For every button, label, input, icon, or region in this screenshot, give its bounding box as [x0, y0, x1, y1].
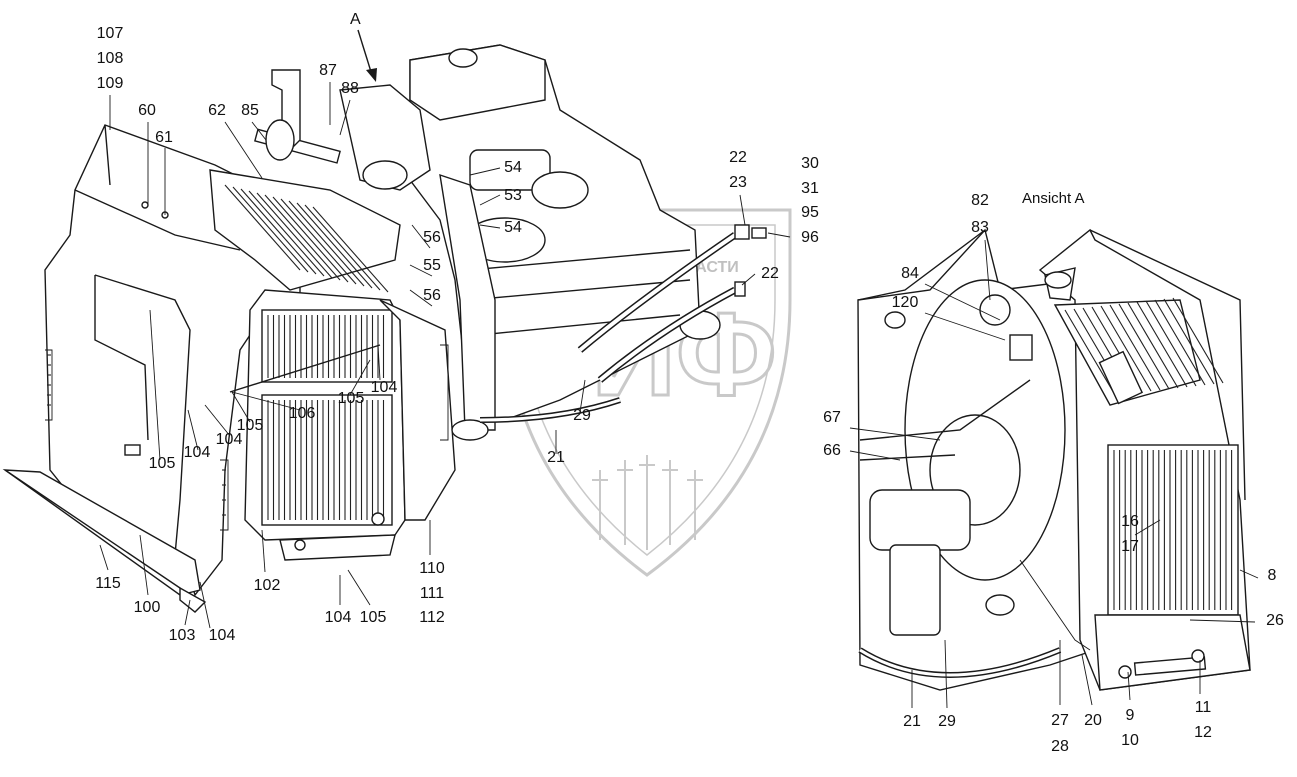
- callout-label: 82: [971, 192, 989, 209]
- callout-label: 54: [504, 159, 522, 176]
- callout-label: 28: [1051, 738, 1069, 755]
- callout-label: 9: [1126, 707, 1135, 724]
- callout-label: 66: [823, 442, 841, 459]
- callout-label: 20: [1084, 712, 1102, 729]
- callout-label: 104: [184, 444, 211, 461]
- callout-label: 53: [504, 187, 522, 204]
- callout-label: 23: [729, 174, 747, 191]
- callout-label: 88: [341, 80, 359, 97]
- lower-pipe: [479, 397, 621, 423]
- callout-label: 103: [169, 627, 196, 644]
- callout-label: 10: [1121, 732, 1139, 749]
- callout-label: 109: [97, 75, 124, 92]
- callout-label: 67: [823, 409, 841, 426]
- callout-label: 27: [1051, 712, 1069, 729]
- callout-label: 105: [149, 455, 176, 472]
- callout-label: 104: [216, 431, 243, 448]
- engine-block: [265, 44, 721, 441]
- callout-label: 106: [289, 405, 316, 422]
- view-arrow-label: A: [350, 11, 361, 28]
- callout-label: 120: [892, 294, 919, 311]
- callout-label: 105: [338, 390, 365, 407]
- callout-label: 107: [97, 25, 124, 42]
- hoses: [577, 224, 767, 383]
- callout-label: 17: [1121, 538, 1139, 555]
- callout-label: 62: [208, 102, 226, 119]
- callout-label: 104: [325, 609, 352, 626]
- callout-label: 31: [801, 180, 819, 197]
- callout-label: 29: [938, 713, 956, 730]
- callout-label: 22: [761, 265, 779, 282]
- view-title: Ansicht A: [1022, 190, 1085, 207]
- callout-label: 102: [254, 577, 281, 594]
- callout-label: 55: [423, 257, 441, 274]
- view-a-arrow: A: [350, 11, 377, 82]
- callout-label: 56: [423, 287, 441, 304]
- callout-label: 11: [1195, 699, 1212, 716]
- callout-label: 84: [901, 265, 919, 282]
- callout-label: 96: [801, 229, 819, 246]
- top-cooler: [209, 69, 401, 293]
- callout-label: 87: [319, 62, 337, 79]
- callout-label: 22: [729, 149, 747, 166]
- callout-label: 100: [134, 599, 161, 616]
- callout-label: 56: [423, 229, 441, 246]
- callout-label: 104: [209, 627, 236, 644]
- callout-label: 21: [903, 713, 921, 730]
- fan-shroud: [379, 299, 456, 521]
- callout-label: 21: [547, 449, 565, 466]
- callout-label: 54: [504, 219, 522, 236]
- callout-label: 26: [1266, 612, 1284, 629]
- view-a-radiator: [1019, 228, 1251, 691]
- callout-label: 29: [573, 407, 591, 424]
- callout-label: 108: [97, 50, 124, 67]
- bottom-plate: [2, 469, 207, 613]
- callout-label: 105: [237, 417, 264, 434]
- view-a-engine: [857, 228, 1096, 691]
- callout-label: 111: [420, 585, 444, 602]
- callout-label: 110: [419, 560, 445, 577]
- callout-label: 61: [155, 129, 173, 146]
- callout-label: 12: [1194, 724, 1212, 741]
- callout-label: 115: [95, 575, 121, 592]
- callout-label: 104: [371, 379, 398, 396]
- callout-label: 16: [1121, 513, 1139, 530]
- callout-label: 83: [971, 219, 989, 236]
- callout-label: 105: [360, 609, 387, 626]
- callout-label: 30: [801, 155, 819, 172]
- callout-label: 112: [419, 609, 445, 626]
- callout-label: 60: [138, 102, 156, 119]
- main-radiator: [229, 289, 406, 561]
- callout-label: 95: [801, 204, 819, 221]
- callout-label: 85: [241, 102, 259, 119]
- leader-lines: [99, 82, 1259, 709]
- callout-label: 8: [1268, 567, 1277, 584]
